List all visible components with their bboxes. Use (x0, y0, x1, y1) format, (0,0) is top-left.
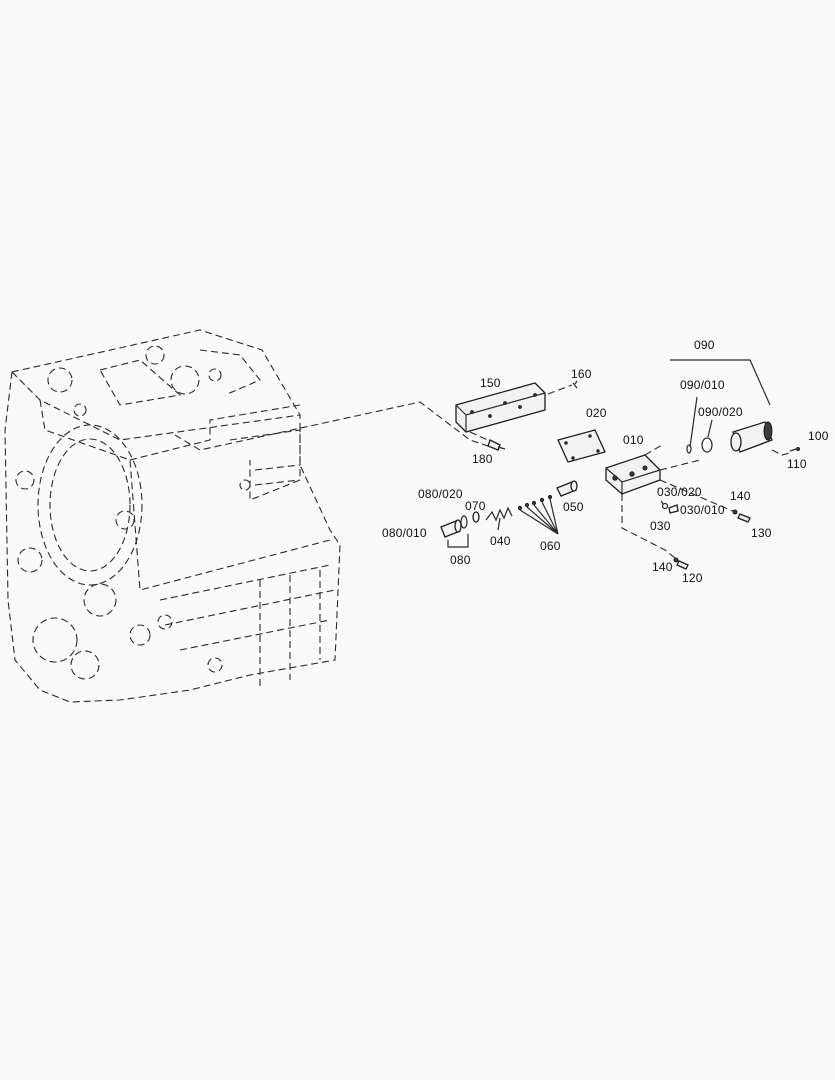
balls-060 (517, 494, 559, 535)
callout-020: 020 (586, 406, 607, 420)
bolt-180 (469, 431, 506, 451)
valve-piston-070 (472, 511, 480, 523)
plug-080 (440, 515, 469, 548)
callout-030-020: 030/020 (657, 485, 702, 499)
gasket-020 (557, 429, 606, 463)
washer-140-lower (673, 557, 679, 563)
callout-030-010: 030/010 (680, 503, 725, 517)
callout-080-020: 080/020 (418, 487, 463, 501)
callout-140-upper: 140 (730, 489, 751, 503)
callout-120: 120 (682, 571, 703, 585)
washer-140-upper (732, 509, 738, 515)
callout-100: 100 (808, 429, 829, 443)
plug-030 (660, 500, 679, 514)
callout-090-020: 090/020 (698, 405, 743, 419)
solenoid-valve-090 (670, 359, 791, 456)
callout-110: 110 (787, 457, 807, 471)
assembly-leader (174, 401, 501, 451)
callout-040: 040 (490, 534, 511, 548)
callout-080: 080 (450, 553, 471, 567)
screw-100 (789, 447, 800, 452)
callout-030: 030 (650, 519, 671, 533)
transmission-housing (4, 329, 341, 703)
spring-040 (485, 506, 513, 531)
screw-160 (547, 380, 578, 395)
plug-050 (556, 480, 578, 497)
callout-130: 130 (751, 526, 772, 540)
callout-090-010: 090/010 (680, 378, 725, 392)
callout-180: 180 (472, 452, 493, 466)
callout-150: 150 (480, 376, 501, 390)
bolt-120 (676, 560, 689, 570)
callout-160: 160 (571, 367, 592, 381)
valve-block-010 (605, 444, 736, 559)
cover-plate-150 (455, 382, 546, 433)
callout-060: 060 (540, 539, 561, 553)
callout-080-010: 080/010 (382, 526, 427, 540)
callout-070: 070 (465, 499, 486, 513)
callout-010: 010 (623, 433, 644, 447)
bolt-130 (737, 513, 751, 523)
callout-090: 090 (694, 338, 715, 352)
callout-050: 050 (563, 500, 584, 514)
callout-140-lower: 140 (652, 560, 673, 574)
